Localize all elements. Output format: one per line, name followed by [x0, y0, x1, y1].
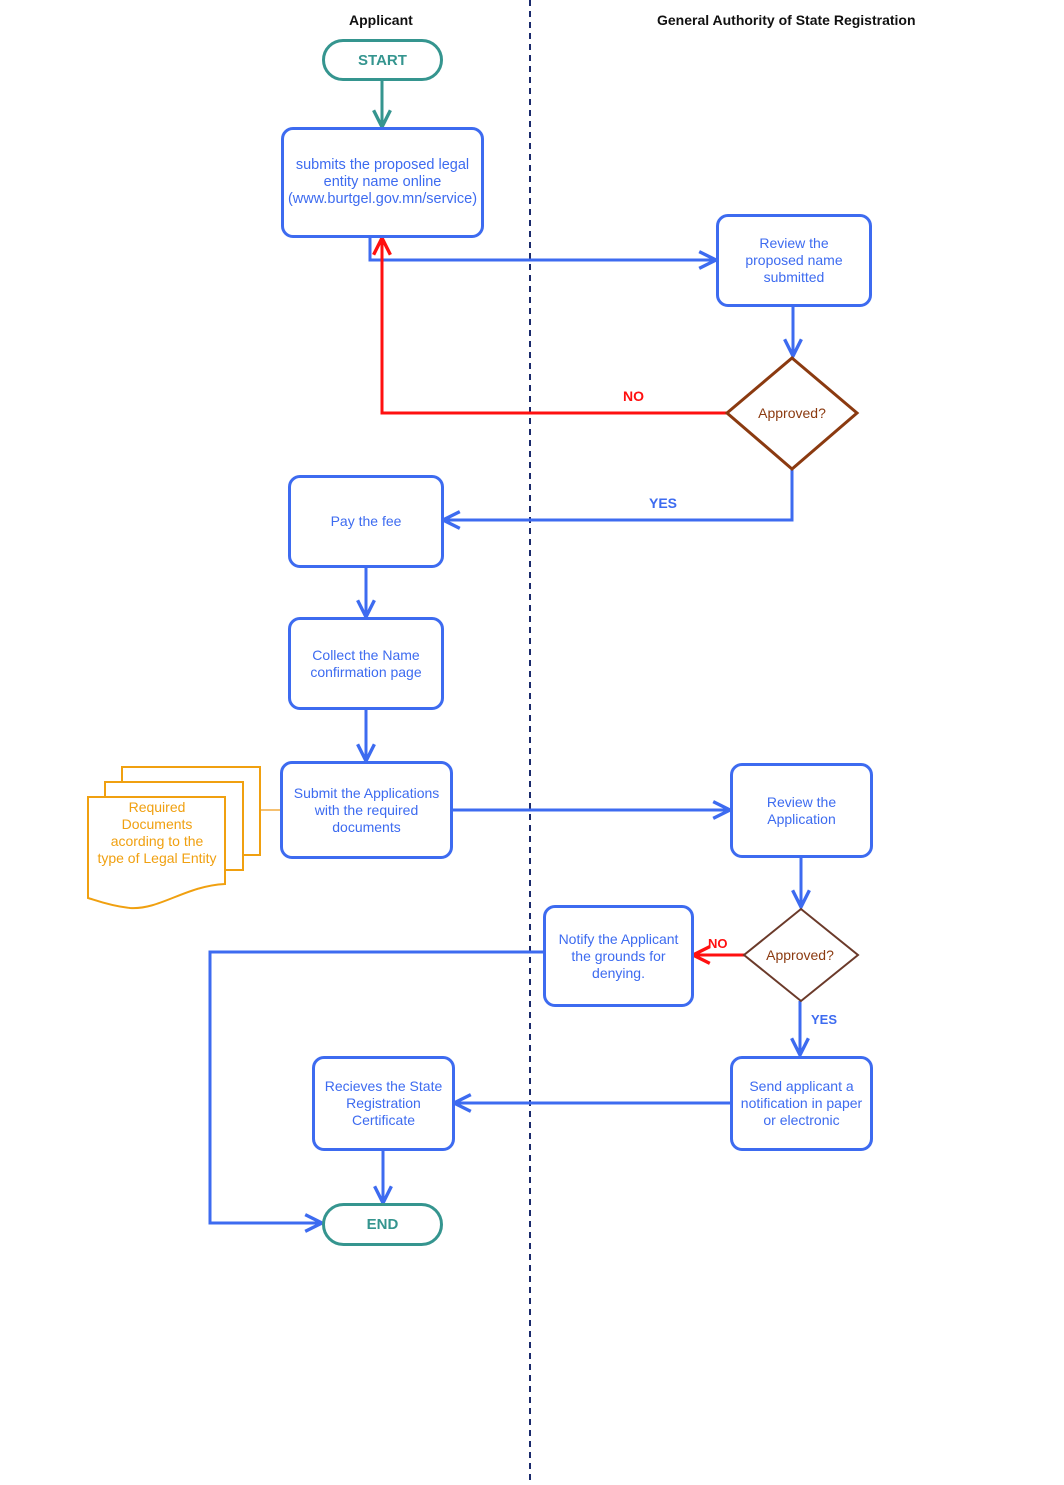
edge-label-yes-1: YES: [649, 495, 678, 511]
lane-title-applicant: Applicant: [349, 12, 413, 28]
start-terminal: START: [322, 39, 443, 81]
process-collect-confirmation: Collect the Name confirmation page: [288, 617, 444, 710]
edge-submit-to-review: [368, 237, 716, 260]
decision-approved-1-label: Approved?: [758, 405, 826, 421]
lane-title-authority: General Authority of State Registration: [657, 12, 916, 28]
documents-stack-icon: [87, 766, 261, 910]
document-required-documents-label: Required Documents acording to the type …: [97, 799, 217, 866]
edge-decision1-yes: [443, 470, 794, 520]
edge-notify-to-end: [208, 950, 544, 1223]
process-notify-denial: Notify the Applicant the grounds for den…: [543, 905, 694, 1007]
decision-approved-2-label: Approved?: [766, 947, 834, 963]
process-send-notification: Send applicant a notification in paper o…: [730, 1056, 873, 1151]
process-pay-fee: Pay the fee: [288, 475, 444, 568]
end-terminal: END: [322, 1203, 443, 1246]
process-submit-name: submits the proposed legal entity name o…: [281, 127, 484, 238]
decision-approved-2: [742, 907, 860, 1003]
decision-approved-1: [724, 356, 860, 471]
edge-label-yes-2: YES: [811, 1012, 838, 1027]
process-review-application: Review the Application: [730, 763, 873, 858]
edge-label-no-1: NO: [623, 388, 644, 404]
process-submit-applications: Submit the Applications with the require…: [280, 761, 453, 859]
edge-label-no-2: NO: [708, 936, 728, 951]
process-review-name: Review the proposed name submitted: [716, 214, 872, 307]
process-receive-certificate: Recieves the State Registration Certific…: [312, 1056, 455, 1151]
edge-decision1-no: [382, 238, 727, 415]
